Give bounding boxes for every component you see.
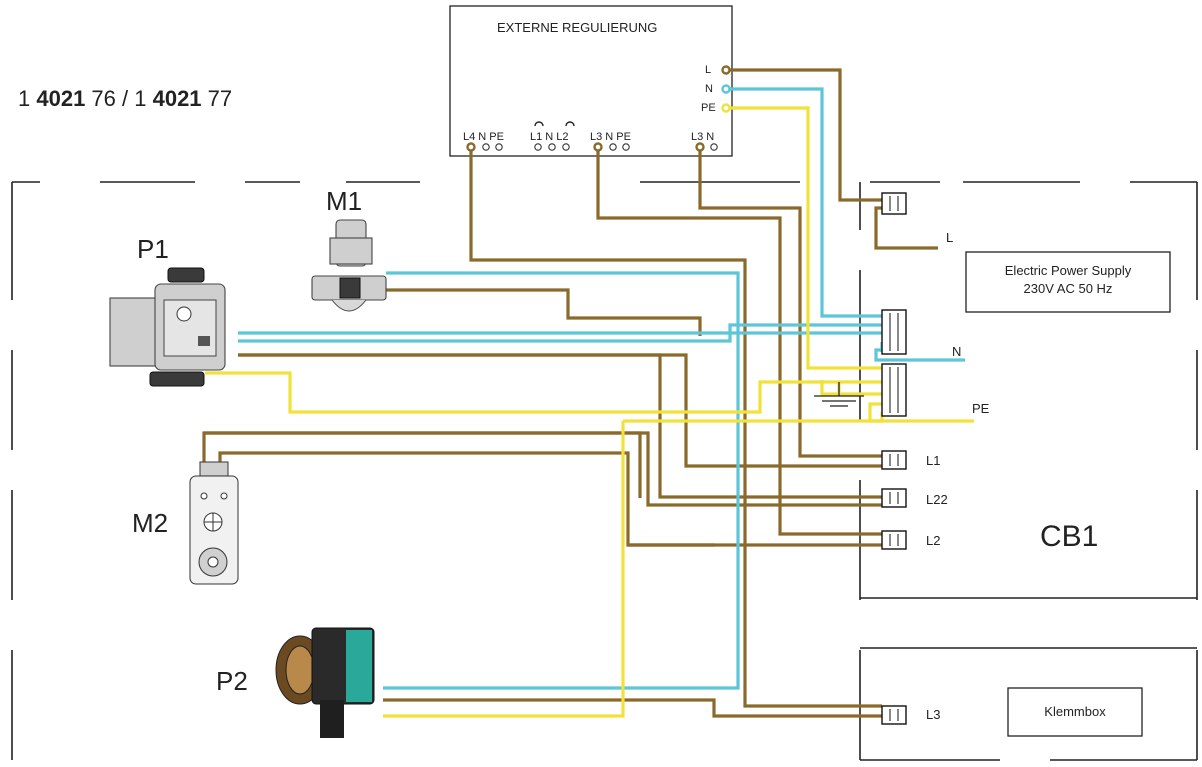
terminal-block-l2 <box>881 530 907 550</box>
cb1-label: CB1 <box>1040 520 1098 553</box>
pin-l-label: L <box>705 64 711 76</box>
terminal-block-pe <box>881 363 907 417</box>
pin-n-label: N <box>705 83 713 95</box>
klemmbox: Klemmbox <box>1007 687 1143 737</box>
terminals-l1-n-l2: L1 N L2 <box>530 131 569 143</box>
external-control-box: EXTERNE REGULIERUNG L4 N PE L1 N L2 L3 N… <box>449 5 733 157</box>
terminals-l3-n-pe: L3 N PE <box>590 131 631 143</box>
control-pins <box>466 65 731 152</box>
m1-label: M1 <box>326 186 362 216</box>
power-supply-box: Electric Power Supply 230V AC 50 Hz <box>965 251 1171 313</box>
p2-label: P2 <box>216 666 248 696</box>
power-supply-line2: 230V AC 50 Hz <box>1024 281 1113 296</box>
power-supply-line1: Electric Power Supply <box>1005 263 1132 278</box>
article-numbers: 1 4021 76 / 1 4021 77 <box>18 86 232 111</box>
terminal-block-l <box>881 192 907 215</box>
label-l1: L1 <box>926 453 940 468</box>
label-l22: L22 <box>926 492 948 507</box>
m2-label: M2 <box>132 508 168 538</box>
terminal-block-l22 <box>881 488 907 508</box>
terminal-block-l3 <box>881 705 907 725</box>
terminal-block-n <box>881 309 907 355</box>
terminal-block-l1 <box>881 450 907 470</box>
terminals-l4-n-pe: L4 N PE <box>463 131 504 143</box>
p2-pump: P2 <box>216 627 375 738</box>
label-l2: L2 <box>926 533 940 548</box>
external-control-title: EXTERNE REGULIERUNG <box>497 20 657 35</box>
outer-dashed-boundary <box>11 181 1198 761</box>
ground-symbol <box>814 382 864 407</box>
p1-label: P1 <box>137 234 169 264</box>
klemmbox-label: Klemmbox <box>1044 704 1106 719</box>
yellow-wires <box>205 106 974 718</box>
pin-pe-label: PE <box>701 102 716 114</box>
label-pe: PE <box>972 401 990 416</box>
label-l: L <box>946 230 953 245</box>
p1-pump: P1 <box>109 234 226 387</box>
m1-valve-actuator: M1 <box>311 186 387 312</box>
brown-wires <box>202 68 938 718</box>
terminals-l3-n: L3 N <box>691 131 714 143</box>
blue-wires <box>238 87 965 690</box>
label-n: N <box>952 344 961 359</box>
m2-valve: M2 <box>132 461 239 585</box>
label-l3: L3 <box>926 707 940 722</box>
